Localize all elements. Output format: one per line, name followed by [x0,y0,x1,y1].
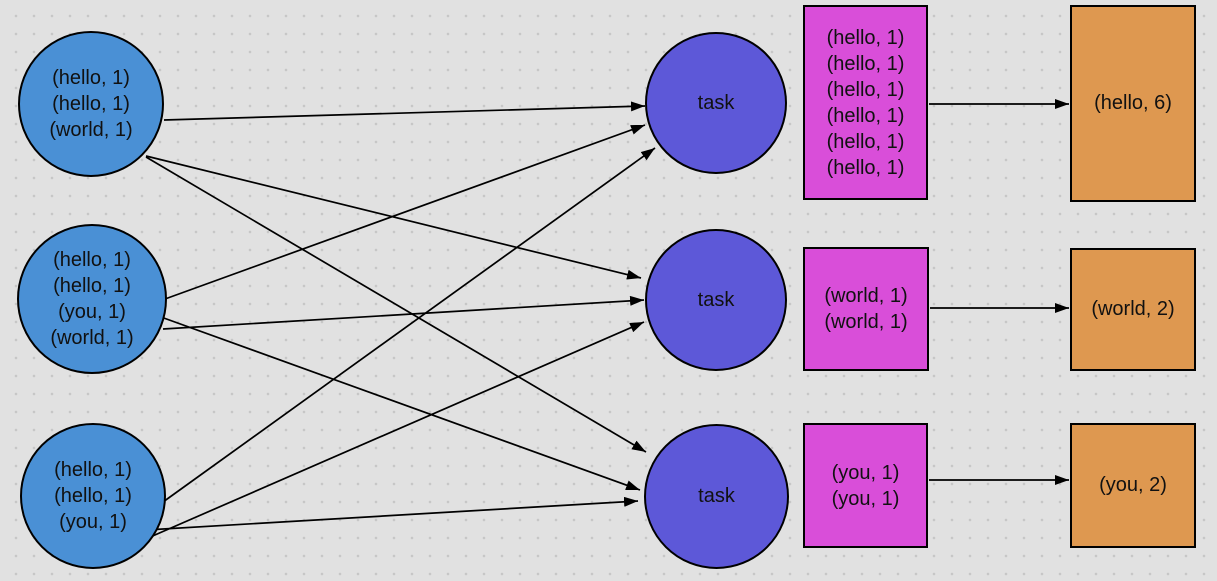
result-box-you[interactable]: (you, 2) [1070,423,1196,548]
group-box-hello[interactable]: (hello, 1)(hello, 1)(hello, 1)(hello, 1)… [803,5,928,200]
edge-input3-task2[interactable] [147,321,645,539]
result-box-world[interactable]: (world, 2) [1070,248,1196,371]
input-node-2[interactable]: (hello, 1)(hello, 1)(you, 1)(world, 1) [17,224,167,374]
input-node-2-text: (hello, 1)(hello, 1)(you, 1)(world, 1) [50,249,134,349]
edge-input1-task1[interactable] [163,101,646,121]
edge-input2-task2[interactable] [162,295,645,330]
edge-input3-task3[interactable] [145,496,639,531]
group-box-world-text: (world, 1)(world, 1) [824,285,908,333]
task-node-1-label: task [697,91,735,114]
edge-input2-task1[interactable] [164,124,646,300]
group-box-you-text: (you, 1)(you, 1) [831,461,900,510]
result-box-world-label: (world, 2) [1091,298,1175,320]
task-node-3-label: task [698,485,735,507]
input-node-3-text: (hello, 1)(hello, 1)(you, 1) [54,459,132,533]
group-box-hello-text: (hello, 1)(hello, 1)(hello, 1)(hello, 1)… [826,26,905,179]
input-node-3[interactable]: (hello, 1)(hello, 1)(you, 1) [20,423,166,569]
task-node-2-label: task [697,288,735,311]
task-node-2[interactable]: task [645,229,787,371]
group-box-you[interactable]: (you, 1)(you, 1) [803,423,928,548]
result-box-hello-label: (hello, 6) [1094,92,1172,114]
result-box-hello[interactable]: (hello, 6) [1070,5,1196,202]
edge-input2-task3[interactable] [160,316,641,491]
task-node-3[interactable]: task [644,424,789,569]
edge-input1-task3[interactable] [145,156,647,453]
input-node-1[interactable]: (hello, 1)(hello, 1)(world, 1) [18,31,164,177]
result-box-you-label: (you, 2) [1099,474,1167,496]
edge-input3-task1[interactable] [162,147,656,503]
input-node-1-text: (hello, 1)(hello, 1)(world, 1) [49,67,133,141]
task-node-1[interactable]: task [645,32,787,174]
group-box-world[interactable]: (world, 1)(world, 1) [803,247,929,371]
